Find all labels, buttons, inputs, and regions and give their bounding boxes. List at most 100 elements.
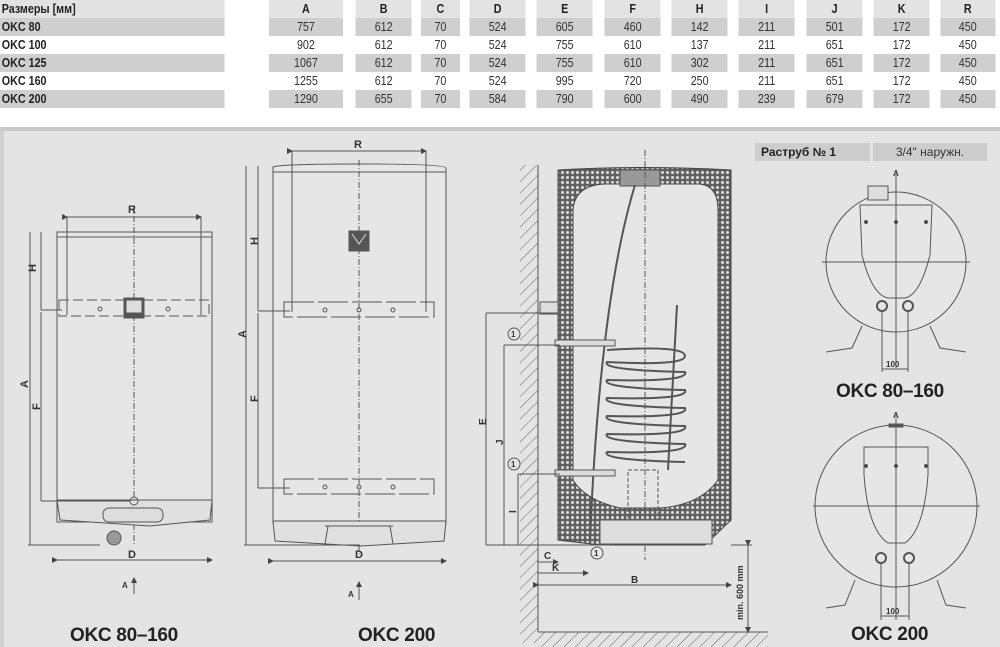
column-header-d: D: [467, 0, 527, 18]
label-r: R: [354, 139, 362, 151]
table-row: OKC 125 1067 612 70 524 755 610 302 211 …: [0, 54, 1000, 72]
cell: 450: [939, 36, 996, 54]
cell: 302: [669, 54, 729, 72]
label-d: D: [355, 549, 363, 561]
cell: 757: [267, 18, 344, 36]
column-header-b: B: [353, 0, 413, 18]
cell: 460: [602, 18, 662, 36]
cell: 211: [737, 54, 797, 72]
cell: 524: [467, 54, 527, 72]
marker-1: 1: [511, 460, 516, 469]
column-header-r: R: [939, 0, 996, 18]
cell: 490: [669, 90, 729, 108]
top-view-okc-200: [813, 418, 980, 620]
cell: 524: [467, 36, 527, 54]
cell: 612: [353, 18, 413, 36]
column-header-k: K: [871, 0, 931, 18]
cell: 172: [871, 90, 931, 108]
cell: 70: [419, 18, 461, 36]
front-view-okc-80-160: [28, 205, 213, 594]
cell: 137: [669, 36, 729, 54]
cell: 450: [939, 54, 996, 72]
cell: 1290: [267, 90, 344, 108]
marker-1: 1: [511, 330, 516, 339]
label-a: A: [19, 380, 31, 388]
cell: 211: [737, 36, 797, 54]
cell: 524: [467, 18, 527, 36]
top-view-okc-80-160: [822, 175, 970, 372]
cell: 612: [353, 36, 413, 54]
column-header-c: C: [419, 0, 461, 18]
label-b: B: [631, 575, 638, 586]
cell: 1255: [267, 72, 344, 90]
dimensions-table: Размеры [мм] A B C D E F H I J K R OKC 8…: [0, 0, 1000, 108]
cell: 902: [267, 36, 344, 54]
label-view-a: A: [893, 411, 899, 420]
table-row: OKC 100 902 612 70 524 755 610 137 211 6…: [0, 36, 1000, 54]
label-f: F: [31, 403, 43, 410]
column-header-a: A: [267, 0, 344, 18]
column-header-i: I: [737, 0, 797, 18]
connector-value: 3/4" наружн.: [873, 143, 987, 161]
cell: 651: [804, 36, 864, 54]
label-min-clearance: min. 600 mm: [735, 565, 745, 620]
cell: 720: [602, 72, 662, 90]
label-h: H: [249, 237, 261, 245]
front-view-okc-200: [244, 148, 447, 600]
column-header-h: H: [669, 0, 729, 18]
label-e: E: [478, 418, 489, 425]
cell: 450: [939, 72, 996, 90]
table-row: OKC 160 1255 612 70 524 995 720 250 211 …: [0, 72, 1000, 90]
column-header-j: J: [804, 0, 864, 18]
cell: 600: [602, 90, 662, 108]
cell: 70: [419, 54, 461, 72]
label-h: H: [27, 264, 39, 272]
column-header-f: F: [602, 0, 662, 18]
label-f: F: [249, 395, 261, 402]
label-c: C: [544, 551, 551, 562]
column-header-e: E: [535, 0, 595, 18]
label-r: R: [128, 204, 136, 216]
row-model: OKC 100: [0, 36, 226, 54]
row-model: OKC 160: [0, 72, 226, 90]
label-spacing: 100: [886, 360, 900, 369]
cell: 239: [737, 90, 797, 108]
cell: 651: [804, 54, 864, 72]
cell: 172: [871, 54, 931, 72]
table-row: OKC 80 757 612 70 524 605 460 142 211 50…: [0, 18, 1000, 36]
connector-legend: Раструб № 1 3/4" наружн.: [755, 143, 987, 161]
caption-front-okc-200: OKC 200: [358, 625, 436, 646]
cell: 655: [353, 90, 413, 108]
row-model: OKC 125: [0, 54, 226, 72]
cell: 70: [419, 72, 461, 90]
section-view: [485, 150, 768, 647]
cell: 1067: [267, 54, 344, 72]
label-d: D: [128, 549, 136, 561]
cell: 612: [353, 72, 413, 90]
cell: 612: [353, 54, 413, 72]
cell: 755: [535, 36, 595, 54]
row-model: OKC 200: [0, 90, 226, 108]
cell: 211: [737, 72, 797, 90]
cell: 610: [602, 36, 662, 54]
connector-label: Раструб № 1: [755, 143, 870, 161]
cell: 70: [419, 90, 461, 108]
caption-top-okc-80-160: OKC 80–160: [836, 381, 944, 402]
cell: 584: [467, 90, 527, 108]
table-header-label: Размеры [мм]: [0, 0, 226, 18]
label-j: J: [495, 439, 506, 445]
cell: 605: [535, 18, 595, 36]
label-spacing: 100: [886, 607, 900, 616]
cell: 70: [419, 36, 461, 54]
cell: 995: [535, 72, 595, 90]
table-row: OKC 200 1290 655 70 584 790 600 490 239 …: [0, 90, 1000, 108]
label-view-a: A: [122, 581, 128, 590]
cell: 172: [871, 18, 931, 36]
cell: 524: [467, 72, 527, 90]
label-k: K: [552, 563, 560, 574]
marker-1: 1: [594, 549, 599, 558]
row-model: OKC 80: [0, 18, 226, 36]
label-a: A: [237, 330, 249, 338]
cell: 651: [804, 72, 864, 90]
